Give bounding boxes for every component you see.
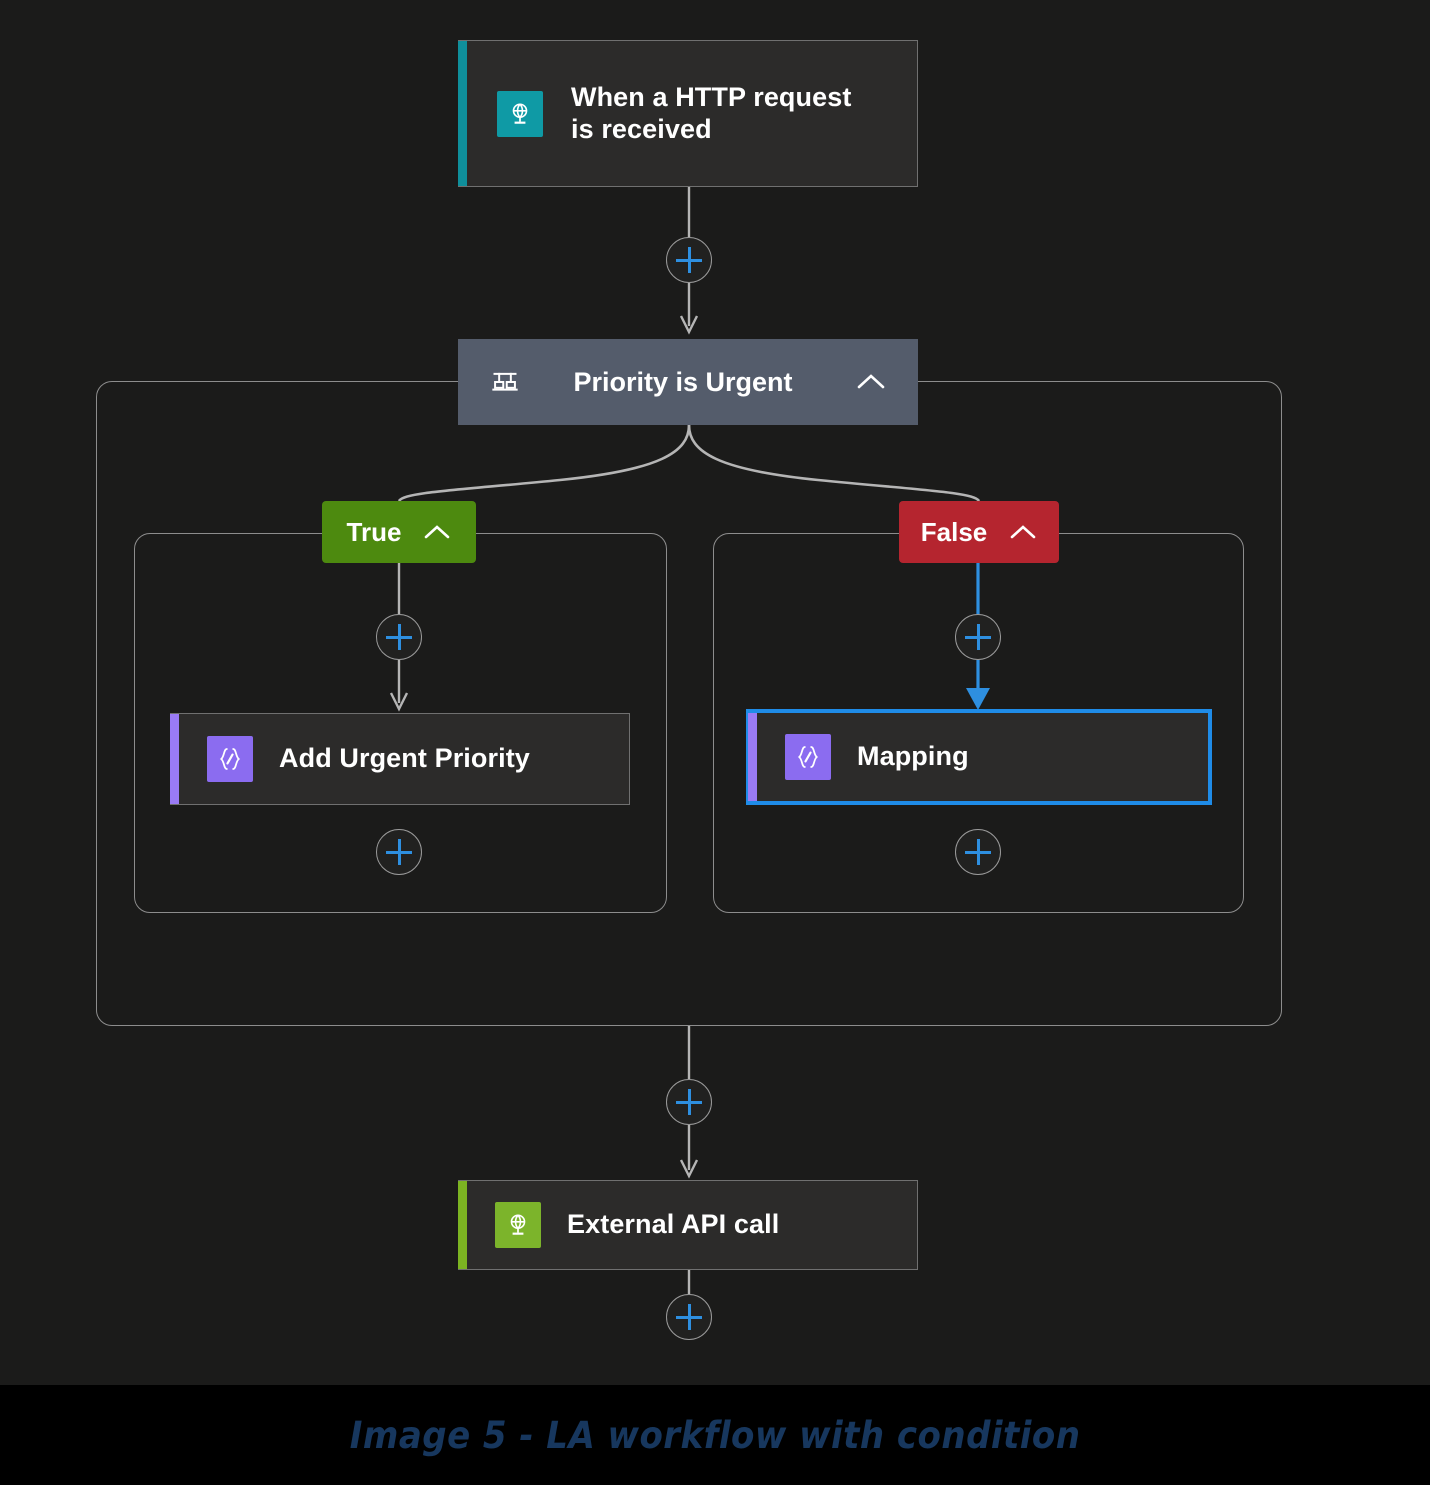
plus-icon [687, 1304, 691, 1330]
compose-accent-bar [748, 713, 757, 801]
caption-band: Image 5 - LA workflow with condition [0, 1385, 1430, 1485]
plus-icon [397, 624, 401, 650]
branch-badge-true[interactable]: True [322, 501, 476, 563]
plus-icon [976, 624, 980, 650]
node-add-urgent-priority[interactable]: Add Urgent Priority [170, 713, 630, 805]
branch-label-true: True [346, 516, 402, 547]
plus-icon [687, 247, 691, 273]
node-external-api-call[interactable]: External API call [458, 1180, 918, 1270]
compose-braces-icon [785, 734, 831, 780]
chevron-up-icon[interactable] [423, 518, 451, 546]
plus-icon [687, 1089, 691, 1115]
node-mapping[interactable]: Mapping [746, 709, 1212, 805]
trigger-content: When a HTTP request is received [467, 82, 917, 146]
trigger-accent-bar [458, 41, 467, 186]
node-condition-priority-is-urgent[interactable]: Priority is Urgent [458, 339, 918, 425]
branch-label-false: False [920, 516, 988, 547]
true-action-content: Add Urgent Priority [179, 736, 629, 782]
add-step-button-end[interactable] [666, 1294, 712, 1340]
false-action-title: Mapping [857, 741, 969, 772]
globe-api-icon [495, 1202, 541, 1248]
api-title: External API call [567, 1209, 780, 1240]
node-http-request-trigger[interactable]: When a HTTP request is received [458, 40, 918, 187]
compose-braces-icon [207, 736, 253, 782]
condition-title: Priority is Urgent [573, 366, 793, 397]
trigger-title: When a HTTP request is received [571, 81, 852, 144]
plus-icon [976, 839, 980, 865]
add-step-button-after-trigger[interactable] [666, 237, 712, 283]
add-step-button-true-bottom[interactable] [376, 829, 422, 875]
api-accent-bar [458, 1181, 467, 1269]
false-action-content: Mapping [757, 734, 1208, 780]
chevron-up-icon[interactable] [854, 365, 888, 399]
add-step-button-false-bottom[interactable] [955, 829, 1001, 875]
condition-branch-icon [488, 365, 522, 399]
branch-badge-false[interactable]: False [899, 501, 1059, 563]
add-step-button-after-condition[interactable] [666, 1079, 712, 1125]
add-step-button-true-top[interactable] [376, 614, 422, 660]
plus-icon [397, 839, 401, 865]
compose-accent-bar [170, 714, 179, 804]
add-step-button-false-top[interactable] [955, 614, 1001, 660]
api-content: External API call [467, 1202, 917, 1248]
true-action-title: Add Urgent Priority [279, 743, 530, 774]
figure-caption: Image 5 - LA workflow with condition [349, 1413, 1081, 1457]
http-request-icon [497, 90, 543, 137]
workflow-canvas[interactable]: When a HTTP request is received Priority… [0, 0, 1430, 1385]
chevron-up-icon[interactable] [1009, 518, 1037, 546]
